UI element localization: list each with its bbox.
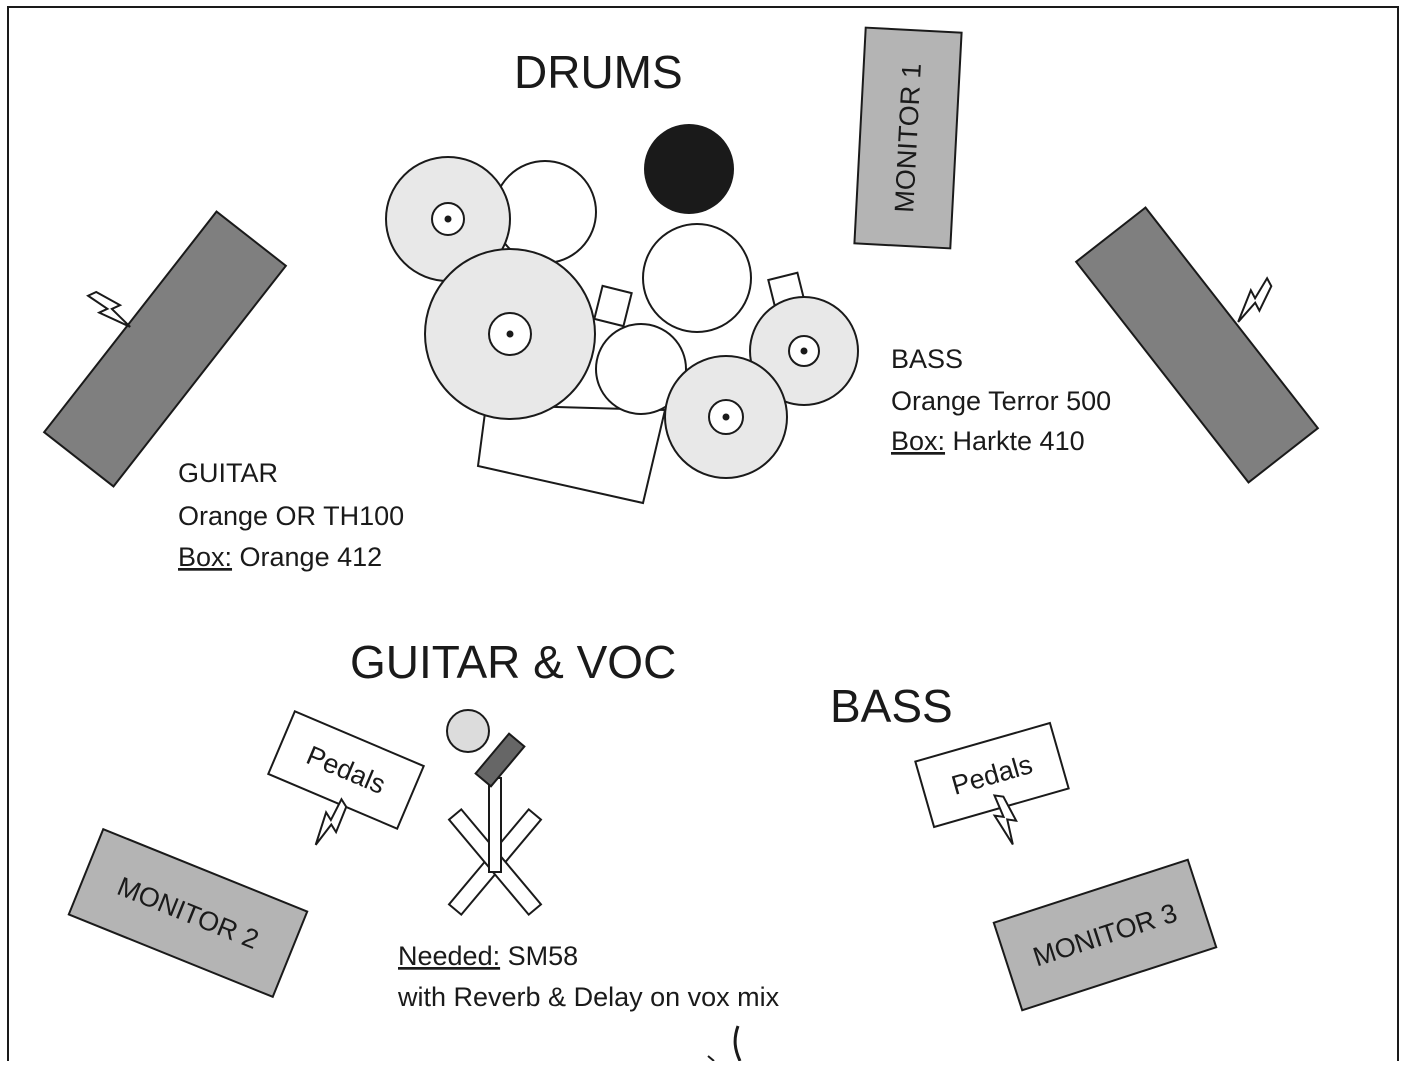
monitor-1: MONITOR 1 [853,26,963,250]
bass-amp-cabinet [1074,206,1320,484]
bass-info: BASS Orange Terror 500 Box: Harkte 410 [891,344,1111,456]
monitor-3: MONITOR 3 [992,858,1218,1012]
power-bolt-icon [86,290,131,328]
bass-info-title: BASS [891,344,963,374]
drum-kit [385,124,859,505]
floor-tom [642,223,752,333]
drums-heading: DRUMS [514,46,683,98]
cymbal-center [800,347,808,355]
guitar-voc-heading: GUITAR & VOC [350,636,676,688]
hihat-pedal [593,284,633,328]
mic-cable [733,1025,742,1062]
vocal-needed-value: SM58 [500,941,578,971]
guitar-pedalboard: Pedals [266,710,426,830]
bass-heading: BASS [830,680,953,732]
guitar-info: GUITAR Orange OR TH100 Box: Orange 412 [178,458,404,572]
mic-cable-tail [707,1055,715,1062]
power-bolt-icon [1237,276,1273,323]
bass-box-label: Box: [891,426,945,456]
guitar-info-amp: Orange OR TH100 [178,501,404,531]
cymbal-center [444,215,452,223]
vocal-needed: Needed: SM58 [398,941,578,971]
vocal-needed-label: Needed: [398,941,500,971]
power-bolt-icon [992,794,1018,845]
cymbal-center [722,413,730,421]
monitor-2: MONITOR 2 [67,827,309,999]
bass-box-value: Harkte 410 [945,426,1085,456]
kick-drum [644,124,734,214]
mic-stand-icon [447,777,543,917]
vocal-info: Needed: SM58 with Reverb & Delay on vox … [397,941,780,1012]
vocal-note: with Reverb & Delay on vox mix [397,982,780,1012]
guitar-info-title: GUITAR [178,458,278,488]
bass-pedalboard: Pedals [914,721,1070,829]
microphone-icon [446,709,526,788]
bass-info-box: Box: Harkte 410 [891,426,1085,456]
guitar-info-box: Box: Orange 412 [178,542,382,572]
power-bolt-icon [314,797,348,846]
guitar-amp-cabinet [42,210,288,488]
guitar-box-label: Box: [178,542,232,572]
guitar-box-value: Orange 412 [232,542,382,572]
drum-riser [476,403,667,505]
snare-drum [595,323,687,415]
stage-frame [7,6,1399,1061]
bass-info-amp: Orange Terror 500 [891,386,1111,416]
cymbal-center [506,330,514,338]
